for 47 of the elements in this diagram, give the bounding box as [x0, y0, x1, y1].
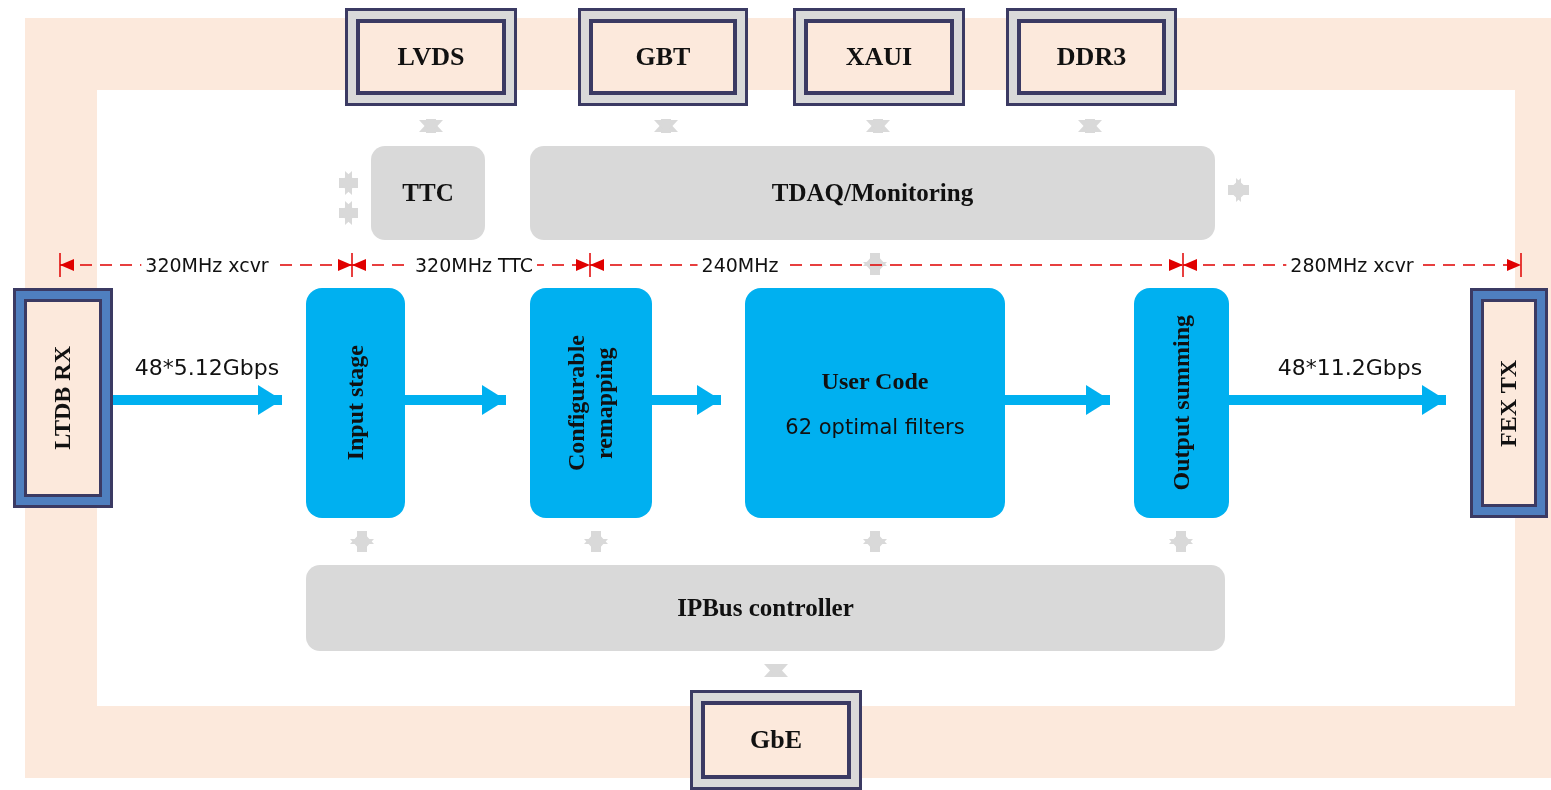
link-box: [1470, 288, 1548, 518]
control-block: [306, 565, 1225, 651]
bus-arrow: [654, 119, 678, 133]
block-label: IPBus controller: [677, 594, 854, 622]
bus-arrow: [863, 253, 887, 275]
bus-arrow: [863, 531, 887, 552]
data-flow-arrow: [1229, 385, 1446, 415]
block-label: User Code: [821, 367, 929, 395]
block-label: Output summing: [1167, 315, 1195, 491]
block-label: LVDS: [397, 42, 465, 72]
interface-box: [578, 8, 748, 106]
bus-arrow: [866, 119, 890, 133]
block-label: LTDB RX: [49, 346, 77, 450]
block-label: DDR3: [1056, 42, 1127, 72]
block-label: XAUI: [845, 42, 913, 72]
data-flow-arrow: [113, 385, 282, 415]
link-box: [13, 288, 113, 508]
bus-arrow: [419, 119, 443, 133]
bus-arrow: [584, 531, 608, 552]
bus-arrow: [339, 201, 358, 225]
block-label: TDAQ/Monitoring: [771, 179, 974, 207]
control-block: [371, 146, 485, 240]
control-block: [530, 146, 1215, 240]
data-flow-arrow: [652, 385, 721, 415]
block-label: Input stage: [341, 345, 369, 461]
bus-arrow: [1169, 531, 1193, 552]
block-label: GbE: [750, 725, 802, 755]
bus-arrow: [764, 664, 788, 677]
processing-block: [530, 288, 652, 518]
interface-box: [345, 8, 517, 106]
bus-arrow: [1228, 178, 1249, 202]
processing-block: [745, 288, 1005, 518]
interface-box: [1006, 8, 1177, 106]
processing-block: [306, 288, 405, 518]
bus-arrow: [339, 171, 358, 195]
interface-box: [793, 8, 965, 106]
data-flow-arrow: [1005, 385, 1110, 415]
block-label: GBT: [635, 42, 691, 72]
bus-arrow: [1078, 119, 1102, 133]
processing-block: [1134, 288, 1229, 518]
block-description: 62 optimal filters: [785, 414, 965, 439]
block-label: FEX TX: [1495, 359, 1523, 447]
block-label: Configurable remapping: [563, 334, 618, 473]
bus-arrow: [350, 531, 374, 552]
interface-box: [690, 690, 862, 790]
block-label: TTC: [402, 179, 454, 207]
data-flow-arrow: [405, 385, 506, 415]
